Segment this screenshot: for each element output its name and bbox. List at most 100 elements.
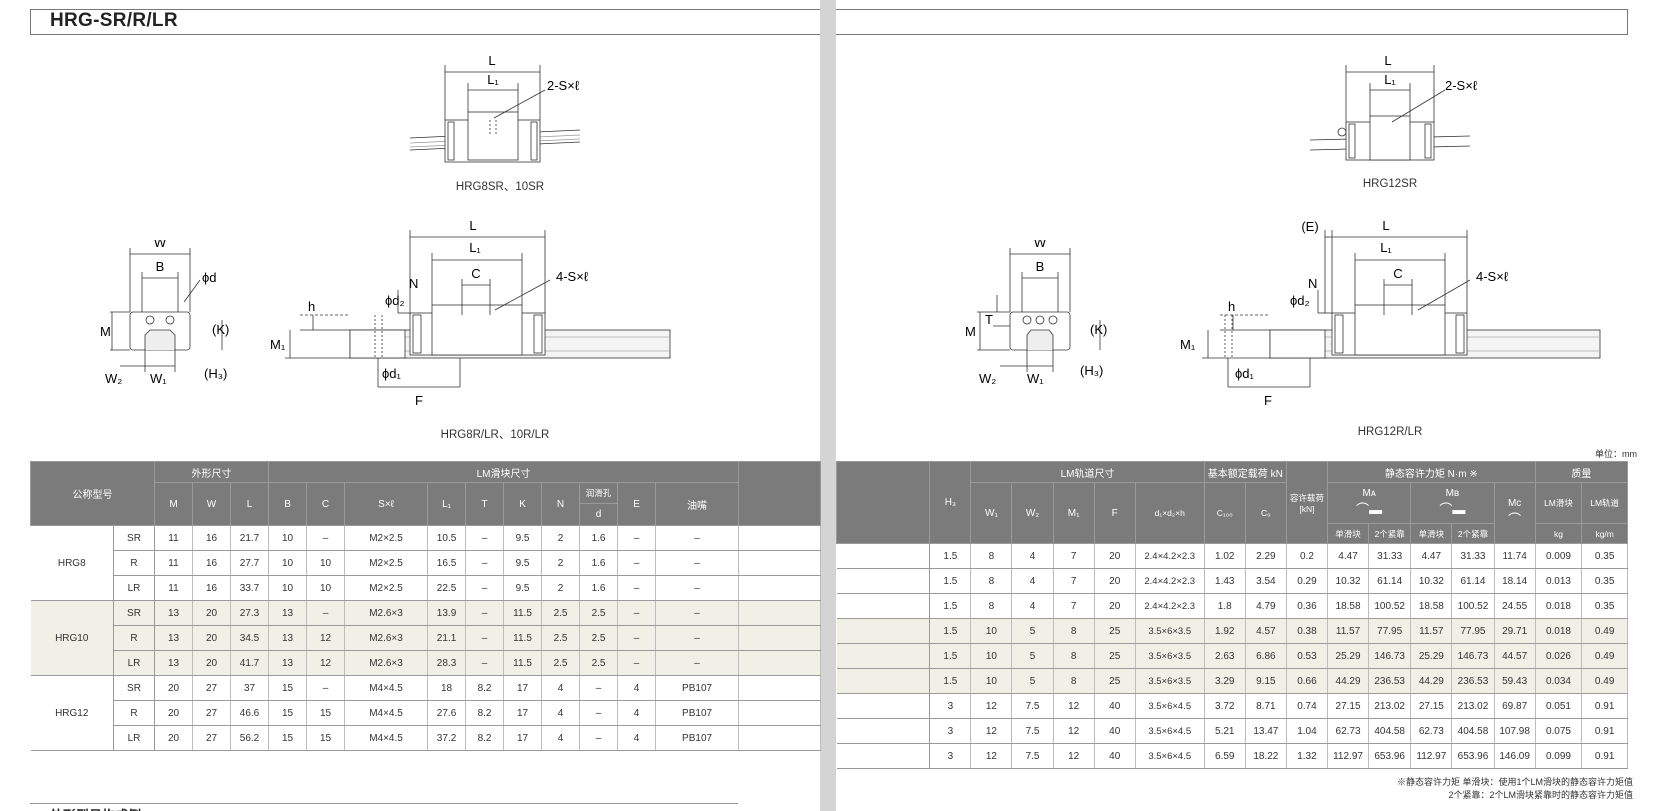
spec-table-left: 公称型号 外形尺寸 LM滑块尺寸 M W L B C S×ℓ L₁ T K N … bbox=[30, 461, 822, 751]
title-frame-left bbox=[30, 9, 820, 35]
table-cell: 59.43 bbox=[1494, 668, 1536, 694]
th-kg: kg bbox=[1534, 523, 1583, 544]
table-cell: 10.32 bbox=[1410, 568, 1453, 594]
table-cell: 27 bbox=[192, 725, 231, 751]
table-cell: 11.57 bbox=[1327, 618, 1370, 644]
table-cell: 11 bbox=[154, 575, 193, 601]
section-heading: 外形型号构成例 bbox=[50, 805, 141, 811]
note-double: 2个紧靠：2个LM滑块紧靠时的静态容许力矩值 bbox=[1448, 790, 1633, 800]
table-cell: 16 bbox=[192, 550, 231, 576]
drawing-hrg8-front: W B ϕd M (K) (H₃) W₂ W₁ bbox=[100, 240, 229, 386]
table-cell: 213.02 bbox=[1451, 693, 1495, 719]
dim-K: (K) bbox=[212, 322, 229, 337]
table-cell: 0.075 bbox=[1535, 718, 1583, 744]
table-cell: 31.33 bbox=[1368, 543, 1412, 569]
th-mass-rail: LM轨道 bbox=[1581, 482, 1628, 524]
table-cell: 20 bbox=[154, 700, 193, 726]
caption-hrg12r: HRG12R/LR bbox=[1357, 426, 1423, 438]
table-cell: 18.58 bbox=[1410, 593, 1453, 619]
th-MC: Mᴄ⌒ bbox=[1493, 482, 1536, 544]
th-mass-block: LM滑块 bbox=[1534, 482, 1583, 524]
th-model: 公称型号 bbox=[30, 461, 155, 526]
table-cell: 3 bbox=[929, 743, 972, 769]
table-cell: 15 bbox=[306, 725, 346, 751]
th-grease-nipple: 油嘴 bbox=[655, 482, 740, 526]
table-cell: 37 bbox=[230, 675, 270, 701]
table-cell: 6.86 bbox=[1245, 643, 1287, 669]
ma-icon: ⌒▬ bbox=[1356, 502, 1383, 517]
table-cell: 20 bbox=[1094, 593, 1136, 619]
table-cell: 18 bbox=[427, 675, 467, 701]
table-cell: – bbox=[306, 525, 346, 551]
dim-W1: W₁ bbox=[1027, 371, 1044, 386]
table-cell: 15 bbox=[268, 700, 308, 726]
table-cell: 10 bbox=[970, 643, 1013, 669]
table-cell: M2×2.5 bbox=[344, 525, 429, 551]
dim-phid: ϕd bbox=[202, 270, 217, 285]
table-cell: 8 bbox=[1053, 668, 1095, 694]
table-cell: 12 bbox=[306, 625, 346, 651]
table-cell: 11.5 bbox=[503, 650, 543, 676]
dim-C: C bbox=[1393, 266, 1402, 281]
table-cell: 0.36 bbox=[1286, 593, 1328, 619]
model-name: HRG8 bbox=[30, 525, 114, 601]
table-cell: 1.5 bbox=[929, 568, 972, 594]
dim-phid2: ϕd₂ bbox=[385, 293, 405, 308]
model-type: R bbox=[113, 550, 155, 576]
dim-h: h bbox=[308, 299, 315, 314]
table-cell: 69.87 bbox=[1494, 693, 1536, 719]
page-title: HRG-SR/R/LR bbox=[50, 10, 178, 31]
table-cell: PB107 bbox=[655, 725, 740, 751]
th-allow-load: 容许载荷 [kN] bbox=[1285, 461, 1328, 544]
dim-N: N bbox=[409, 276, 418, 291]
table-cell: – bbox=[465, 575, 505, 601]
table-cell: 12 bbox=[306, 650, 346, 676]
table-cell: 27 bbox=[192, 700, 231, 726]
table-cell: 12 bbox=[1053, 693, 1095, 719]
table-cell: 100.52 bbox=[1451, 593, 1495, 619]
table-cell: 13.9 bbox=[427, 600, 467, 626]
table-cell: 236.53 bbox=[1451, 668, 1495, 694]
table-cell: 77.95 bbox=[1368, 618, 1412, 644]
dim-L: L bbox=[1382, 218, 1389, 233]
table-cell: 4 bbox=[541, 725, 581, 751]
dim-C: C bbox=[471, 266, 480, 281]
table-cell: – bbox=[579, 675, 619, 701]
table-cell: 8 bbox=[1053, 643, 1095, 669]
model-type: LR bbox=[113, 575, 155, 601]
table-cell: – bbox=[465, 550, 505, 576]
table-cell: 146.73 bbox=[1368, 643, 1412, 669]
th-ma-single: 单滑块 bbox=[1326, 523, 1370, 544]
th-C: C bbox=[306, 482, 346, 526]
table-cell: 1.6 bbox=[579, 525, 619, 551]
table-cell: 3.5×6×4.5 bbox=[1135, 693, 1205, 719]
th-B: B bbox=[268, 482, 308, 526]
table-cell: 20 bbox=[192, 625, 231, 651]
table-cell: 12 bbox=[1053, 743, 1095, 769]
table-cell: 146.09 bbox=[1494, 743, 1536, 769]
title-frame-right bbox=[836, 9, 1628, 35]
table-cell: 7 bbox=[1053, 593, 1095, 619]
table-cell: 33.7 bbox=[230, 575, 270, 601]
table-cell: 27.3 bbox=[230, 600, 270, 626]
table-cell: M2×2.5 bbox=[344, 550, 429, 576]
table-cell: 11 bbox=[154, 550, 193, 576]
dim-L1: L₁ bbox=[1384, 72, 1396, 87]
table-cell: 6.59 bbox=[1204, 743, 1246, 769]
table-cell: 10 bbox=[268, 550, 308, 576]
dim-M1: M₁ bbox=[1180, 337, 1196, 352]
th-static-moment: 静态容许力矩 N·m ※ bbox=[1326, 461, 1536, 483]
table-cell: 1.8 bbox=[1204, 593, 1246, 619]
table-cell: 8.2 bbox=[465, 725, 505, 751]
table-cell: 2.5 bbox=[541, 650, 581, 676]
th-W1: W₁ bbox=[970, 482, 1013, 544]
unit-label: 单位：mm bbox=[1595, 449, 1637, 459]
table-cell: 4 bbox=[1011, 568, 1054, 594]
dim-W: W bbox=[1034, 240, 1047, 250]
